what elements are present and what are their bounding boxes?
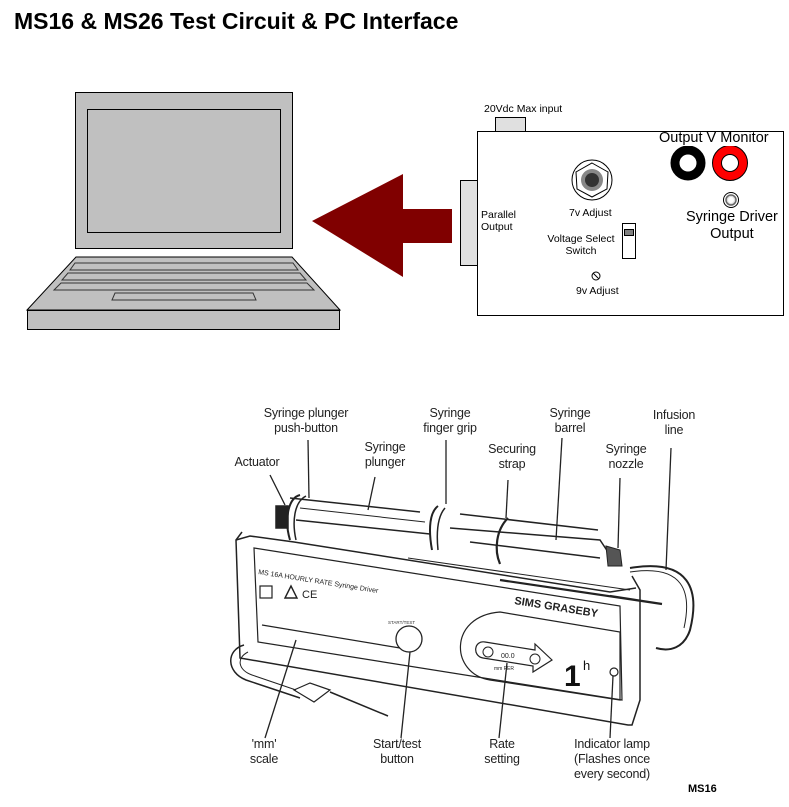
- power-input-connector: [495, 117, 526, 133]
- black-terminal[interactable]: [670, 146, 706, 181]
- panel-icons: CE: [259, 584, 317, 601]
- parallel-output-label: Parallel Output: [481, 209, 517, 233]
- pot-9v-label: 9v Adjust: [576, 285, 619, 297]
- label-mm-scale: 'mm' scale: [249, 737, 279, 766]
- rate-window-sub: mm PER: [494, 666, 514, 672]
- panel-model-text: MS 16A HOURLY RATE Syringe Driver: [258, 569, 380, 595]
- switch-toggle[interactable]: [624, 229, 634, 236]
- laptop-icon: [25, 92, 342, 330]
- arrow-left-icon: [312, 174, 452, 277]
- warning-icon: [283, 584, 299, 599]
- voltage-select-switch[interactable]: [622, 223, 636, 259]
- rate-display-digit: 1: [564, 660, 581, 693]
- rate-display-unit: h: [583, 658, 590, 673]
- output-monitor-label: Output V Monitor: [659, 130, 769, 146]
- rate-window-value: 00.0: [501, 653, 515, 660]
- leader-lines: [264, 437, 672, 739]
- label-syringe-plunger: Syringe plunger: [364, 440, 406, 469]
- figure-caption: MS16: [688, 783, 717, 795]
- red-terminal[interactable]: [712, 146, 748, 181]
- label-finger-grip: Syringe finger grip: [423, 406, 477, 435]
- label-infusion-line: Infusion line: [652, 408, 696, 437]
- ce-mark-icon: CE: [302, 589, 317, 601]
- page-title: MS16 & MS26 Test Circuit & PC Interface: [14, 8, 459, 34]
- laptop-keyboard: [25, 256, 342, 330]
- syringe-driver-output-label: Syringe Driver Output: [686, 209, 778, 242]
- label-syringe-barrel: Syringe barrel: [549, 406, 591, 435]
- start-test-small-label: START/TEST: [388, 620, 415, 625]
- label-securing-strap: Securing strap: [488, 442, 536, 471]
- voltage-select-label: Voltage Select Switch: [547, 233, 615, 257]
- label-rate-setting: Rate setting: [484, 737, 520, 766]
- info-icon: [259, 585, 273, 599]
- label-indicator-lamp: Indicator lamp (Flashes once every secon…: [574, 737, 650, 781]
- pot-7v-adjust[interactable]: [570, 158, 614, 202]
- pot-9v-adjust[interactable]: [590, 270, 602, 282]
- syringe-driver-drawing: CE MS 16A HOURLY RATE Syringe Driver STA…: [230, 437, 695, 739]
- device-outline: [230, 494, 695, 726]
- pot-7v-label: 7v Adjust: [569, 207, 612, 219]
- syringe-driver-output-socket[interactable]: [722, 191, 740, 209]
- laptop-screen: [75, 92, 293, 249]
- monitor-terminals: [670, 146, 748, 181]
- power-input-label: 20Vdc Max input: [484, 103, 563, 115]
- label-syringe-nozzle: Syringe nozzle: [605, 442, 647, 471]
- label-plunger-push-button: Syringe plunger push-button: [263, 406, 349, 435]
- label-start-test-button: Start/test button: [372, 737, 422, 766]
- label-actuator: Actuator: [234, 455, 280, 469]
